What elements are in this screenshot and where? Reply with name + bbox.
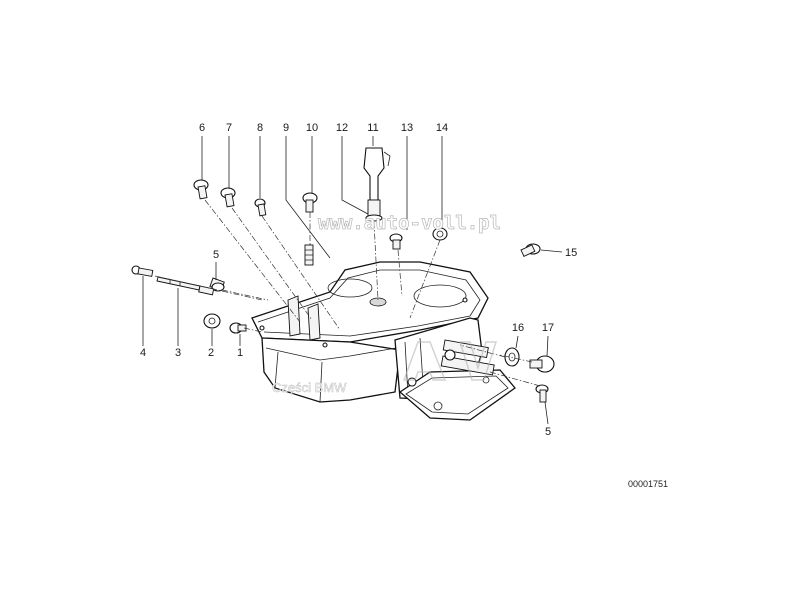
callout-16: 16 (512, 322, 524, 334)
callout-4: 4 (140, 347, 146, 359)
part-4-pin (131, 265, 154, 277)
part-10-screw (302, 192, 318, 213)
part-8-screw (254, 198, 267, 217)
callout-3: 3 (175, 347, 181, 359)
callout-17: 17 (542, 322, 554, 334)
part-15-screw (520, 243, 541, 257)
watermark-parts: Części BMW (272, 380, 347, 395)
part-1-screw (229, 322, 247, 334)
watermark-logo (402, 341, 498, 381)
callout-6: 6 (199, 122, 205, 134)
part-6-screw (193, 179, 209, 200)
carburetor-housing (251, 261, 516, 421)
callout-11: 11 (367, 122, 378, 134)
callout-9: 9 (283, 122, 289, 134)
leader-lines (142, 136, 563, 425)
part-3-needle (156, 276, 215, 296)
callout-2: 2 (208, 347, 214, 359)
part-7-screw (220, 187, 236, 208)
part-16-washer (504, 347, 520, 367)
part-9-jet (304, 244, 314, 266)
part-14-screw (432, 227, 448, 241)
watermark: www.auto-voll.pl Części BMW (272, 212, 502, 396)
callout-14: 14 (436, 122, 448, 134)
callout-5-lower: 5 (545, 426, 551, 438)
part-13-screw (389, 233, 403, 250)
callout-13: 13 (401, 122, 413, 134)
part-11-valve (363, 147, 391, 222)
part-17-screw (529, 355, 555, 373)
callout-8: 8 (257, 122, 263, 134)
callout-10: 10 (306, 122, 318, 134)
drawing-code: 00001751 (628, 479, 668, 489)
callout-labels: 6 7 8 9 10 12 11 13 14 15 5 4 3 2 1 16 1… (140, 122, 577, 438)
watermark-url: www.auto-voll.pl (318, 212, 501, 234)
callout-7: 7 (226, 122, 232, 134)
callout-5-upper: 5 (213, 249, 219, 261)
callout-1: 1 (237, 347, 243, 359)
part-2-nut (203, 313, 221, 329)
callout-15: 15 (565, 247, 577, 259)
part-5-lower-screw (535, 384, 549, 403)
callout-12: 12 (336, 122, 348, 134)
part-5-upper-screw (209, 277, 225, 292)
assembly-lines (154, 199, 541, 387)
